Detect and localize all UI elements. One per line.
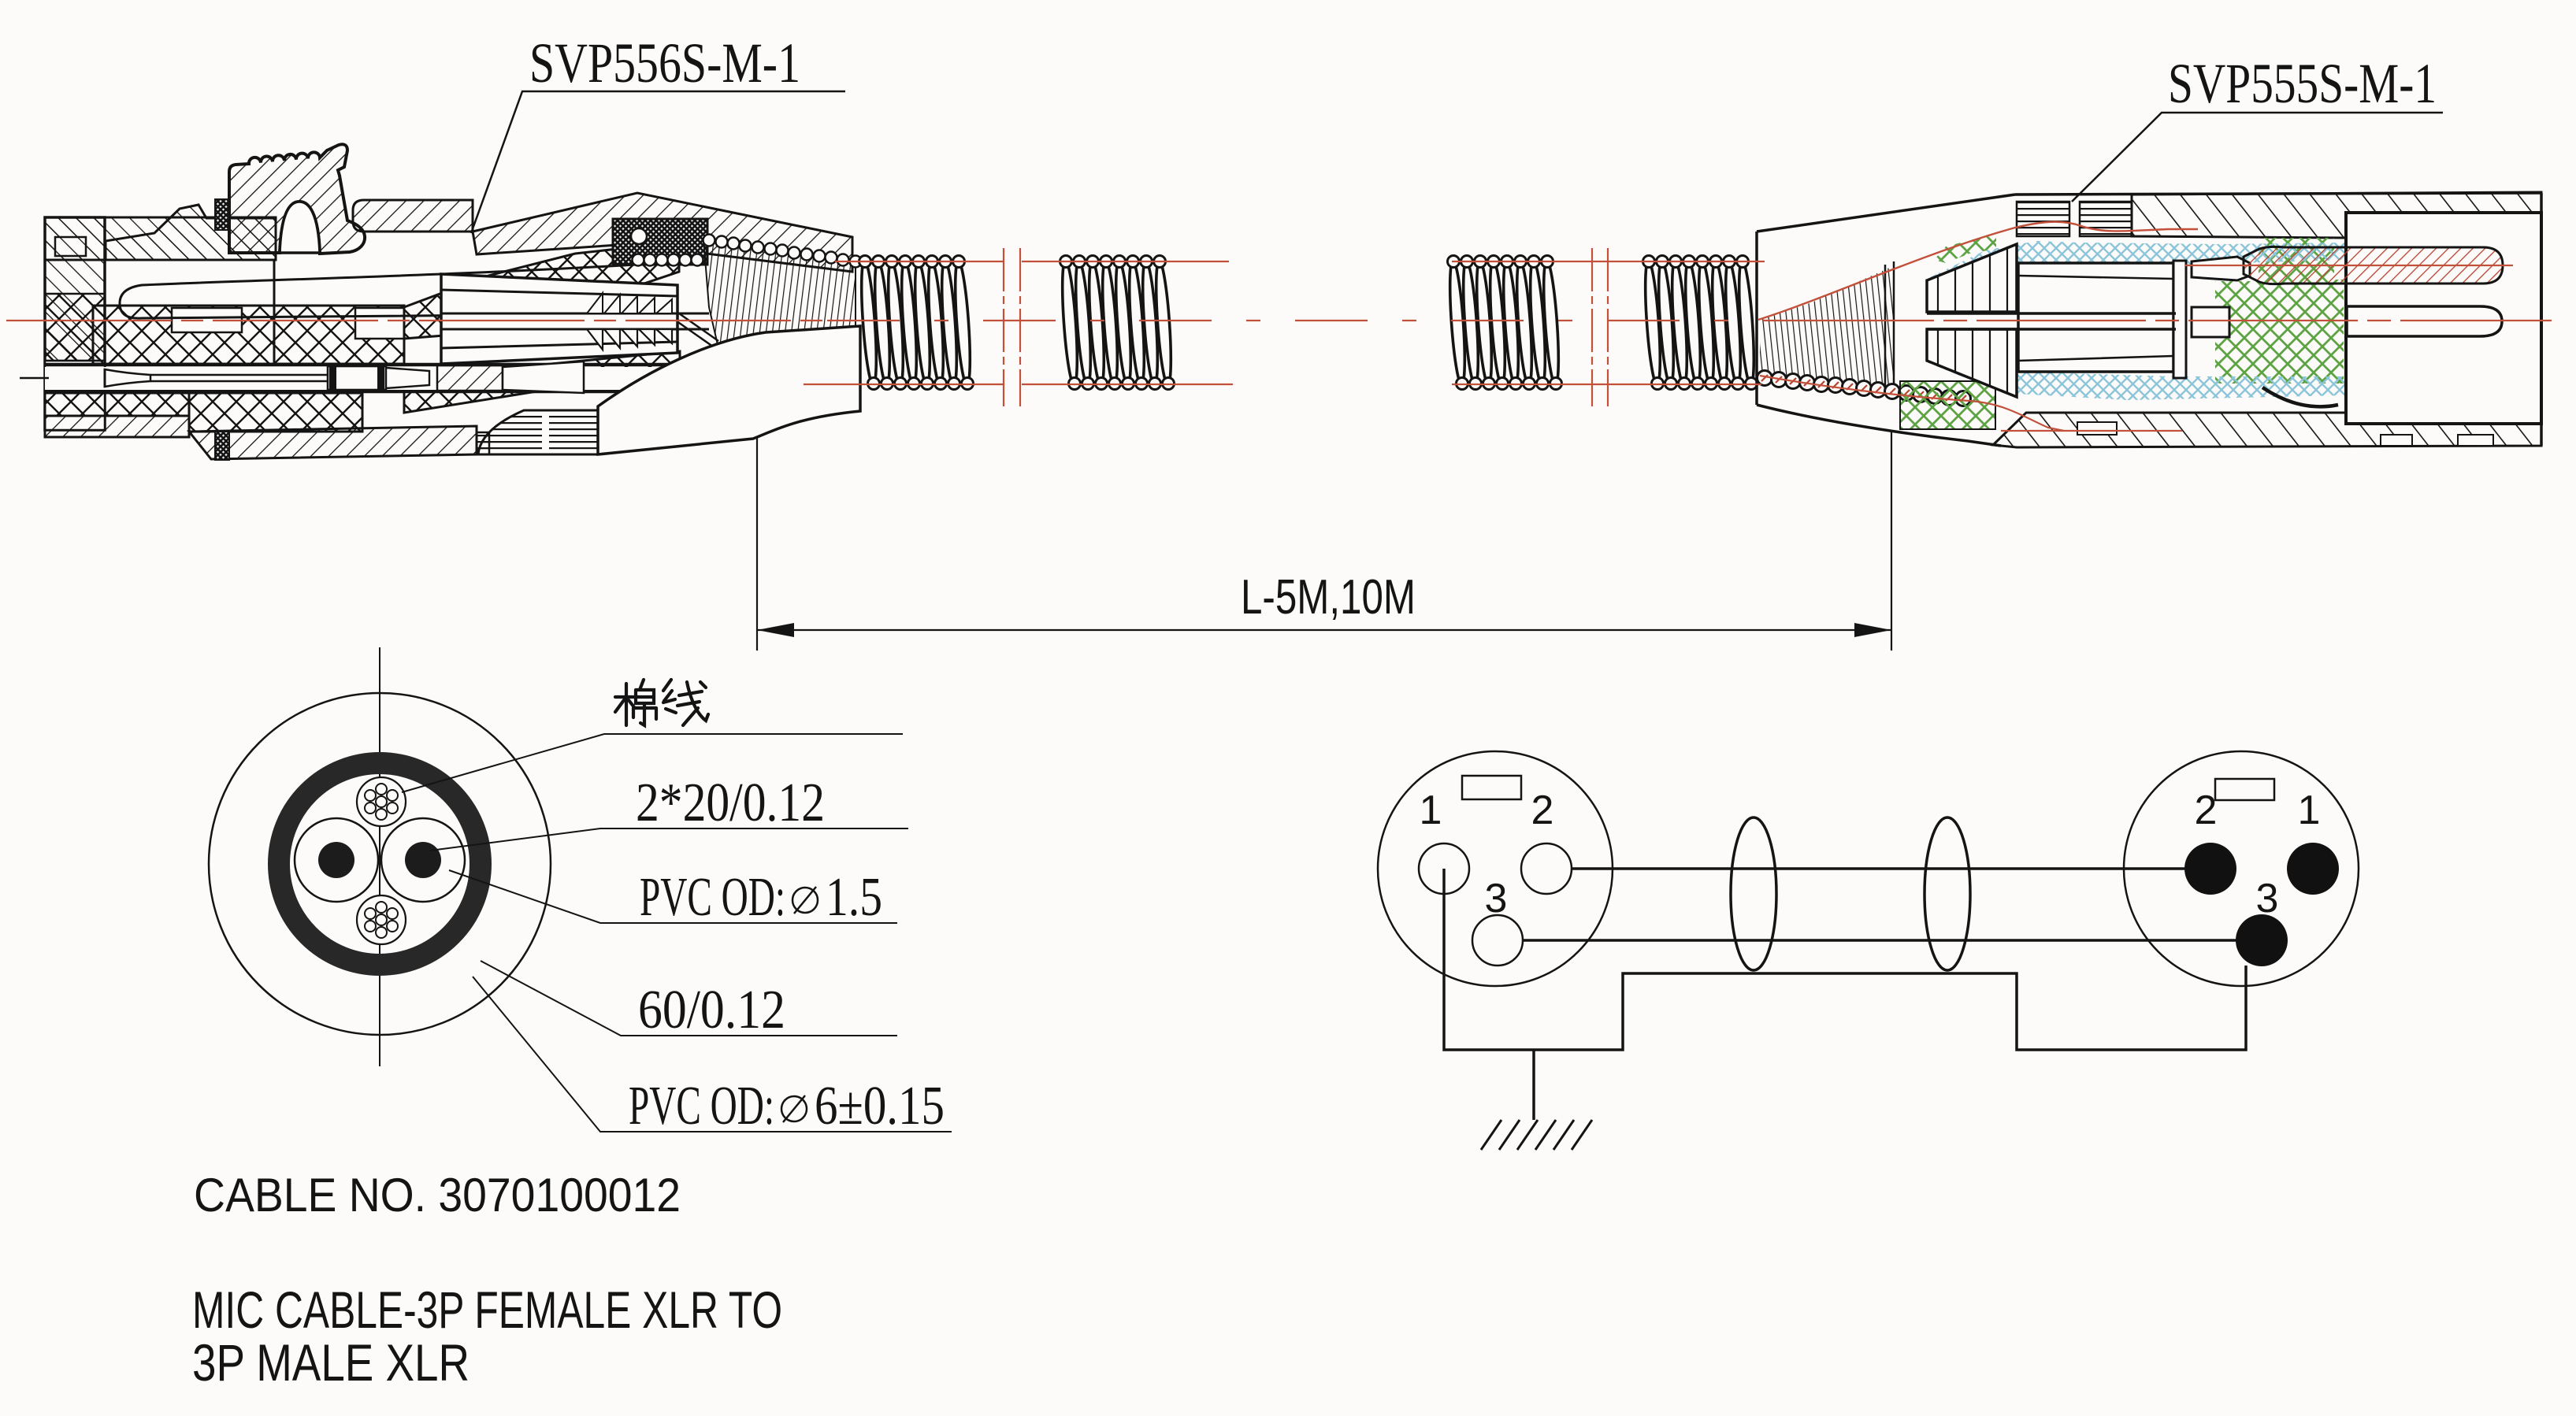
- svg-text:6±0.15: 6±0.15: [815, 1076, 945, 1136]
- svg-text:3: 3: [1485, 876, 1508, 921]
- svg-text:3: 3: [2256, 876, 2279, 921]
- svg-text:2*20/0.12: 2*20/0.12: [636, 773, 825, 833]
- svg-text:1: 1: [2298, 788, 2321, 833]
- svg-text:PVC OD:: PVC OD:: [640, 867, 785, 928]
- svg-text:SVP555S-M-1: SVP555S-M-1: [2168, 52, 2437, 115]
- svg-text:60/0.12: 60/0.12: [638, 980, 785, 1040]
- svg-text:3P MALE XLR: 3P MALE XLR: [192, 1333, 470, 1392]
- svg-text:MIC CABLE-3P FEMALE XLR TO: MIC CABLE-3P FEMALE XLR TO: [192, 1281, 782, 1339]
- svg-text:SVP556S-M-1: SVP556S-M-1: [529, 32, 800, 95]
- svg-text:1: 1: [1420, 788, 1442, 833]
- svg-text:2: 2: [1531, 788, 1554, 833]
- svg-text:1.5: 1.5: [826, 867, 882, 928]
- svg-text:CABLE NO. 3070100012: CABLE NO. 3070100012: [194, 1169, 681, 1221]
- svg-text:L-5M,10M: L-5M,10M: [1241, 570, 1416, 625]
- svg-text:PVC OD:: PVC OD:: [629, 1076, 774, 1136]
- svg-text:2: 2: [2195, 788, 2218, 833]
